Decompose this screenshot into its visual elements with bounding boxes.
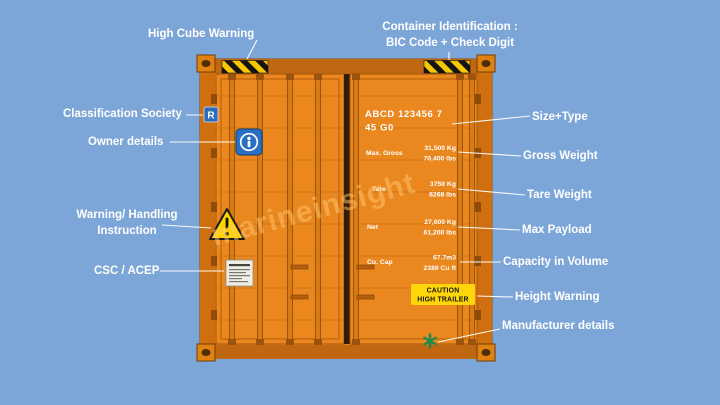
svg-text:Max. Gross: Max. Gross [366, 150, 403, 157]
label-warning-handling-line2: Instruction [97, 224, 157, 237]
svg-text:70,400 lbs: 70,400 lbs [424, 156, 457, 163]
label-size-type: Size+Type [532, 111, 588, 123]
svg-text:3750 Kg: 3750 Kg [430, 181, 456, 188]
svg-text:8268 lbs: 8268 lbs [429, 192, 456, 199]
owner-info-icon [235, 128, 263, 156]
svg-text:2389 Cu ft: 2389 Cu ft [424, 265, 457, 272]
svg-text:HIGH TRAILER: HIGH TRAILER [417, 297, 468, 304]
svg-text:31,500 Kg: 31,500 Kg [424, 145, 456, 152]
label-gross-weight: Gross Weight [523, 150, 598, 162]
label-max-payload: Max Payload [522, 224, 592, 236]
svg-text:27,600 Kg: 27,600 Kg [424, 219, 456, 226]
label-owner-details: Owner details [88, 136, 164, 148]
door-handles [290, 264, 375, 300]
svg-text:CAUTION: CAUTION [427, 288, 460, 295]
container-body [196, 54, 496, 362]
container-id-marking: ABCD 123456 7 45 G0 [365, 109, 443, 134]
right-corner-post [477, 70, 492, 348]
svg-text:Net: Net [367, 224, 379, 231]
svg-text:67.7m3: 67.7m3 [433, 255, 456, 262]
high-cube-stripes-left [221, 60, 269, 74]
svg-text:45 G0: 45 G0 [365, 123, 394, 134]
label-container-identification: Container Identification : BIC Code + Ch… [372, 20, 528, 51]
label-container-identification-line1: Container Identification : [382, 21, 518, 33]
svg-text:Tare: Tare [372, 186, 386, 193]
label-high-cube-warning: High Cube Warning [148, 28, 255, 40]
door-gap [344, 74, 350, 344]
label-height-warning: Height Warning [515, 291, 600, 303]
manufacturer-logo-icon [423, 333, 437, 349]
svg-text:Cu. Cap: Cu. Cap [367, 259, 393, 266]
svg-text:61,200 lbs: 61,200 lbs [424, 230, 457, 237]
label-classification-society: Classification Society [63, 108, 182, 120]
classification-society-icon: R [203, 106, 219, 123]
svg-text:ABCD 123456 7: ABCD 123456 7 [365, 109, 443, 120]
left-door [215, 73, 345, 345]
caution-high-trailer-badge: CAUTION HIGH TRAILER [411, 284, 475, 305]
warning-triangle-icon [209, 208, 245, 240]
leader-lines [160, 39, 531, 343]
label-capacity-volume: Capacity in Volume [503, 256, 609, 268]
left-corner-post [200, 70, 215, 348]
bottom-rail [206, 345, 486, 359]
weight-markings: Max. Gross 31,500 Kg 70,400 lbs Tare 375… [366, 145, 457, 272]
label-container-identification-line2: BIC Code + Check Digit [385, 36, 515, 49]
top-rail [206, 59, 486, 74]
label-manufacturer-details: Manufacturer details [502, 320, 615, 332]
svg-text:R: R [207, 111, 215, 122]
csc-plate [225, 259, 254, 287]
label-warning-handling: Warning/ Handling Instruction [66, 208, 188, 239]
label-tare-weight: Tare Weight [527, 189, 592, 201]
label-csc-acep: CSC / ACEP [94, 265, 160, 277]
high-cube-stripes-right [423, 60, 471, 74]
door-lock-rods [228, 73, 476, 345]
label-warning-handling-line1: Warning/ Handling [76, 209, 178, 221]
